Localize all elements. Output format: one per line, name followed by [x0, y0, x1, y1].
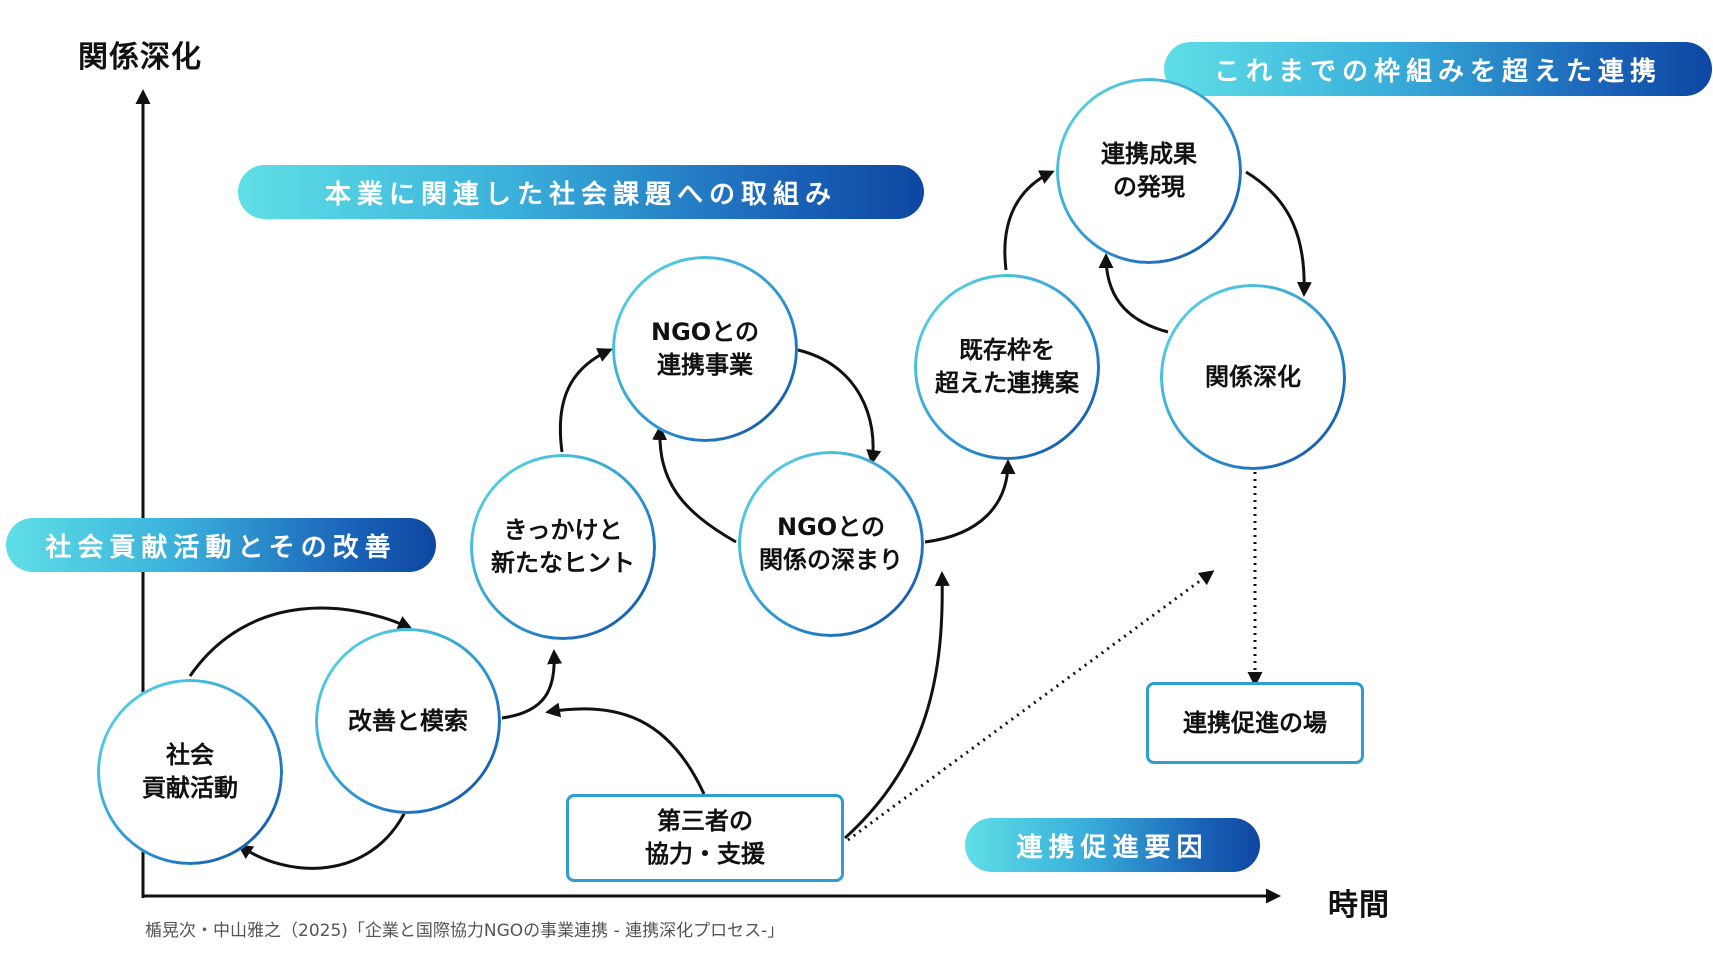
circle-label-line: NGOとの — [651, 318, 759, 346]
pill-beyond-framework: これまでの枠組みを超えた連携 — [1164, 42, 1712, 96]
x-axis-label: 時間 — [1328, 888, 1390, 923]
arrow-ngo-deepen-to-beyond — [924, 459, 1016, 544]
arrow-improve-to-social — [237, 811, 407, 870]
circle-label-line: 関係の深まり — [759, 546, 903, 574]
circle-label-line: 超えた連携案 — [935, 369, 1079, 397]
box-label-line: 協力・支援 — [645, 840, 765, 868]
arrow-thirdparty-to-improve — [545, 702, 706, 795]
pill-core-business: 本業に関連した社会課題への取組み — [238, 165, 924, 219]
arrow-improve-to-trigger — [501, 649, 563, 720]
box-label-line: 第三者の — [657, 807, 753, 835]
circle-results: 連携成果 の発現 — [1056, 78, 1242, 264]
pill-promotion-factors: 連携促進要因 — [965, 818, 1260, 872]
arrow-ngo-project-to-ngo-deepen — [797, 348, 882, 465]
arrow-deepening-to-results — [1098, 253, 1169, 334]
circle-ngo-deepen: NGOとの 関係の深まり — [738, 451, 924, 637]
circle-label-line: 関係深化 — [1205, 362, 1301, 391]
source-citation: 楯晃次・中山雅之（2025)「企業と国際協力NGOの事業連携 - 連携深化プロセ… — [145, 921, 785, 941]
circle-beyond-existing: 既存枠を 超えた連携案 — [914, 274, 1100, 460]
circle-label-line: 連携事業 — [657, 351, 753, 379]
circle-social-contribution: 社会 貢献活動 — [97, 679, 283, 865]
box-label-line: 連携促進の場 — [1183, 708, 1327, 737]
circle-label-line: 貢献活動 — [142, 774, 238, 802]
pill-social-contribution: 社会貢献活動とその改善 — [6, 518, 436, 572]
circle-label-line: の発現 — [1113, 173, 1185, 201]
arrow-ngo-deepen-to-ngo-project — [652, 425, 737, 544]
circle-label-line: 既存枠を — [959, 336, 1055, 364]
box-third-party-support: 第三者の 協力・支援 — [566, 794, 844, 882]
circle-label-line: 連携成果 — [1101, 140, 1197, 168]
box-collaboration-venue: 連携促進の場 — [1146, 682, 1364, 764]
arrow-thirdparty-to-ngo-deepen — [843, 571, 950, 840]
y-axis-label: 関係深化 — [78, 40, 202, 75]
circle-label-line: 改善と模索 — [348, 706, 468, 735]
circle-label-line: 新たなヒント — [491, 549, 635, 577]
arrow-trigger-to-ngo-project — [558, 348, 613, 453]
circle-trigger-hint: きっかけと 新たなヒント — [470, 454, 656, 640]
circle-label-line: きっかけと — [503, 516, 623, 544]
circle-label-line: NGOとの — [777, 513, 885, 541]
arrow-social-to-improve — [188, 606, 413, 677]
arrow-results-to-deepening — [1245, 170, 1312, 297]
circle-label-line: 社会 — [166, 741, 214, 769]
circle-relationship-deepening: 関係深化 — [1160, 284, 1346, 470]
circle-improve-explore: 改善と模索 — [315, 628, 501, 814]
circle-ngo-project: NGOとの 連携事業 — [612, 256, 798, 442]
arrow-beyond-to-results — [1003, 170, 1055, 271]
